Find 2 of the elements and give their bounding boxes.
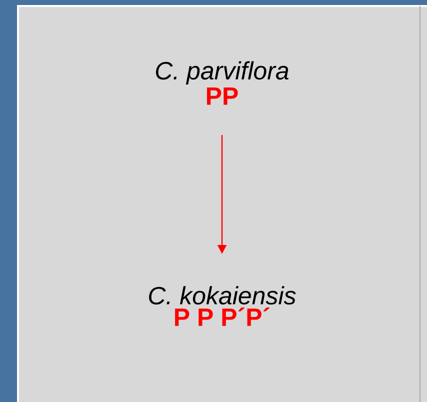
species-label: C. kokaiensis P P P´P´ [149, 286, 296, 326]
species-label: C. parviflora PP [156, 61, 288, 105]
